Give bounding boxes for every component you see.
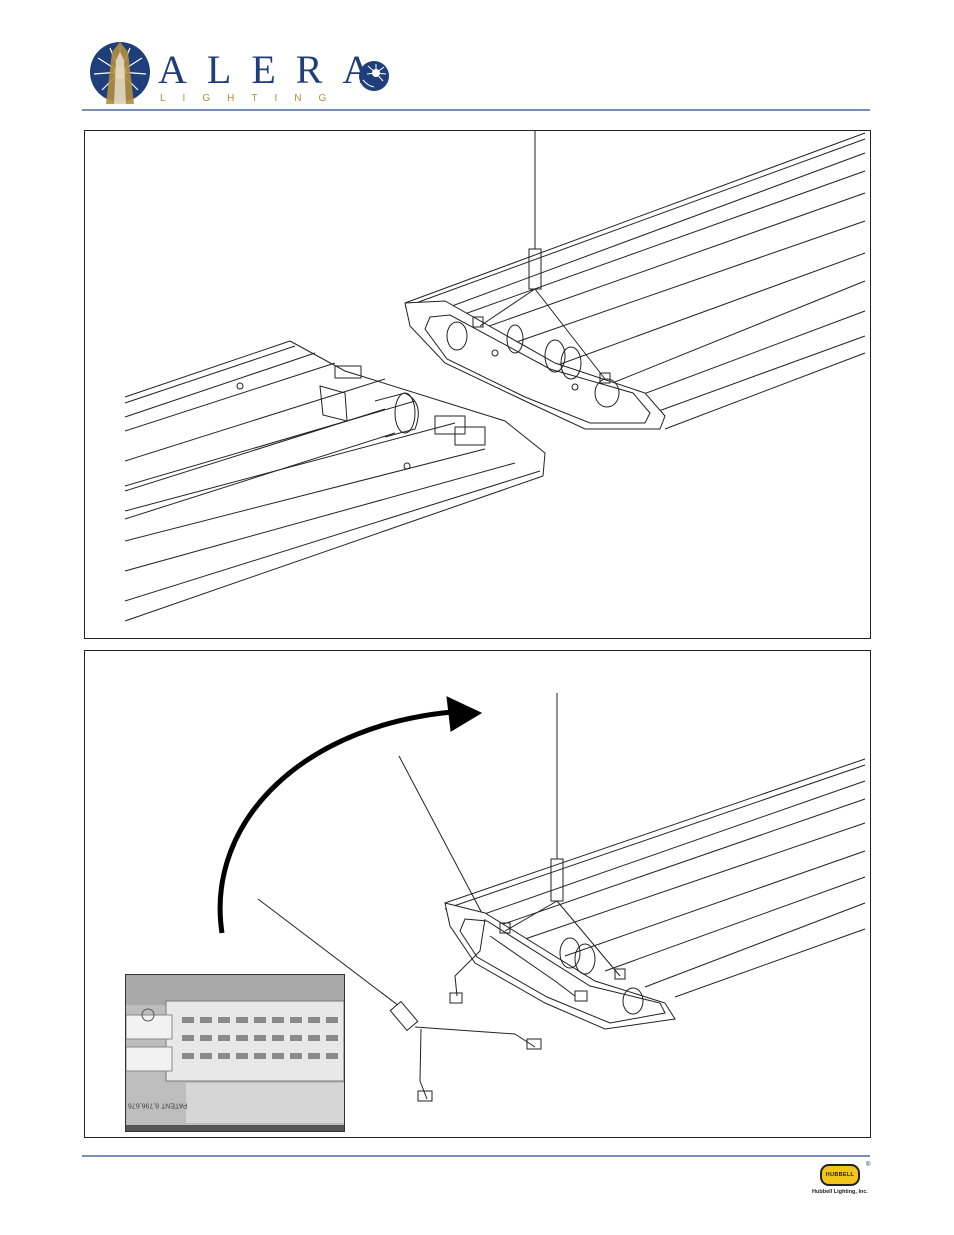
figure-panel-1 xyxy=(84,130,871,639)
arrow-head-icon xyxy=(447,697,481,731)
footer-divider xyxy=(82,1155,870,1157)
inset-photo: PATENT 6,796,676 xyxy=(125,974,345,1132)
patent-label: PATENT 6,796,676 xyxy=(128,1101,188,1109)
rotation-arrow xyxy=(220,711,465,933)
header-divider xyxy=(82,109,870,111)
brand-subtitle: LIGHTING xyxy=(160,94,343,104)
sun-badge-icon xyxy=(358,60,390,92)
alera-logo-icon xyxy=(82,38,162,110)
registered-mark: ® xyxy=(866,1162,870,1168)
figure-panel-2: PATENT 6,796,676 xyxy=(84,650,871,1138)
hubbell-badge-icon: HUBBELL xyxy=(820,1164,860,1186)
company-name: Hubbell Lighting, Inc. xyxy=(808,1189,872,1195)
fixture-illustration-1 xyxy=(85,131,870,638)
hubbell-logo: HUBBELL ® Hubbell Lighting, Inc. xyxy=(808,1162,872,1198)
brand-name: ALERA xyxy=(158,50,391,90)
page-header: ALERA LIGHTING xyxy=(0,0,954,115)
hubbell-logo-text: HUBBELL xyxy=(826,1172,854,1178)
